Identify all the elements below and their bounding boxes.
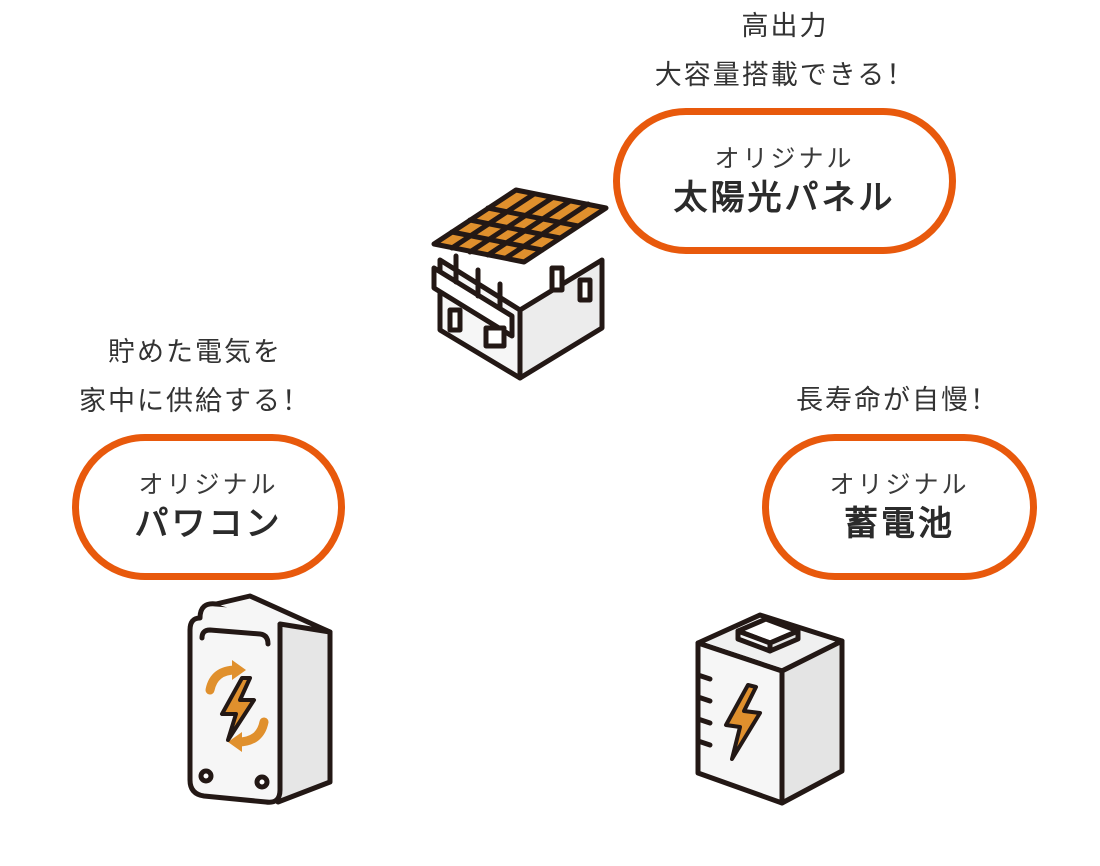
- solar-panel-label: オリジナル 太陽光パネル: [613, 108, 956, 254]
- power-conditioner-icon: [187, 593, 333, 805]
- power-conditioner-label: オリジナル パワコン: [72, 434, 345, 580]
- solar-caption: 高出力 大容量搭載できる！: [630, 2, 940, 100]
- power-conditioner-label-main: パワコン: [134, 504, 283, 544]
- battery-caption: 長寿命が自慢！: [760, 376, 1035, 425]
- house-solar-panel-icon: [431, 187, 609, 381]
- solar-caption-line-2: 大容量搭載できる！: [654, 60, 916, 91]
- inverter-caption: 貯めた電気を 家中に供給する！: [50, 328, 340, 426]
- storage-battery-label-main: 蓄電池: [844, 504, 955, 544]
- storage-battery-label-sub: オリジナル: [829, 470, 970, 499]
- solar-caption-line-1: 高出力: [741, 11, 829, 42]
- solar-panel-label-main: 太陽光パネル: [673, 178, 896, 218]
- battery-caption-line-1: 長寿命が自慢！: [796, 385, 999, 416]
- inverter-caption-line-2: 家中に供給する！: [79, 386, 311, 417]
- storage-battery-icon: [695, 612, 845, 806]
- storage-battery-label: オリジナル 蓄電池: [762, 434, 1037, 580]
- power-conditioner-label-sub: オリジナル: [138, 470, 279, 499]
- inverter-caption-line-1: 貯めた電気を: [108, 337, 282, 368]
- solar-panel-label-sub: オリジナル: [714, 144, 855, 173]
